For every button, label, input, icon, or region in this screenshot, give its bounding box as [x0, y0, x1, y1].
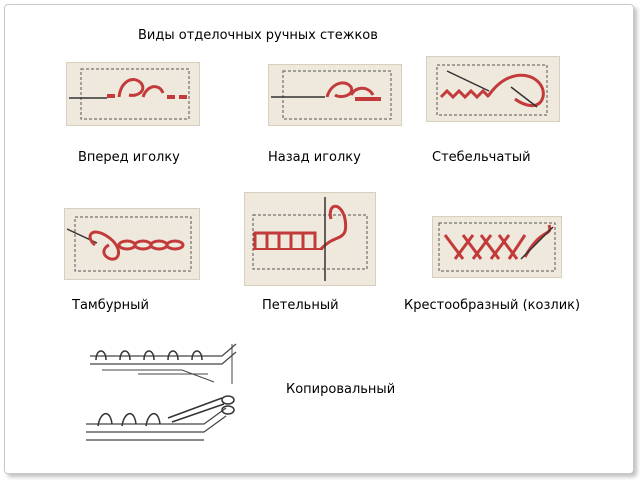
- tailor-tack-illustration: [82, 334, 242, 458]
- cross-stitch-illustration: [432, 216, 562, 278]
- label-backstitch: Назад иголку: [268, 150, 361, 165]
- buttonhole-stitch-illustration: [244, 192, 376, 286]
- label-cross-stitch: Крестообразный (козлик): [404, 298, 581, 313]
- label-chain-stitch: Тамбурный: [72, 298, 149, 313]
- slide-title: Виды отделочных ручных стежков: [138, 28, 378, 43]
- running-stitch-illustration: [66, 62, 200, 126]
- label-stem-stitch: Стебельчатый: [432, 150, 531, 165]
- label-buttonhole-stitch: Петельный: [262, 298, 339, 313]
- stem-stitch-illustration: [426, 56, 560, 122]
- chain-stitch-illustration: [64, 208, 200, 280]
- backstitch-illustration: [268, 64, 402, 126]
- label-tailor-tack: Копировальный: [286, 382, 396, 397]
- label-running-stitch: Вперед иголку: [78, 150, 180, 165]
